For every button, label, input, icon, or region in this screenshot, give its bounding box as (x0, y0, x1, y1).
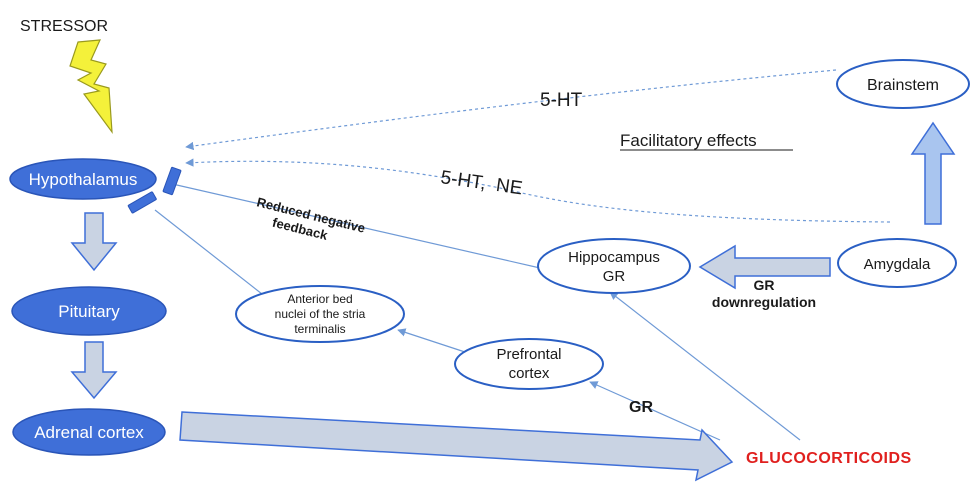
facilitatory-effects-label-group: Facilitatory effects (620, 131, 793, 151)
glucocorticoids-to-hippocampus-arrow (609, 291, 801, 441)
adrenal-to-glucocorticoids-arrow (179, 411, 734, 482)
ht-brainstem-label: 5-HT (540, 90, 583, 111)
bnst-feedback-line (154, 209, 263, 295)
facilitatory-effects-label: Facilitatory effects (620, 131, 757, 150)
glucocorticoids-label: GLUCOCORTICOIDS (746, 450, 912, 467)
bnst-node: Anterior bed nuclei of the stria termina… (235, 285, 405, 343)
hippocampus-feedback-line (167, 182, 541, 269)
hypothalamus-to-pituitary-arrow (70, 212, 118, 272)
hypothalamus-label: Hypothalamus (29, 170, 138, 189)
hippocampus-node: Hippocampus GR (537, 238, 691, 294)
gr-prefrontal-label: GR (629, 399, 653, 416)
stressor-label: STRESSOR (20, 18, 108, 35)
prefrontal-label-line1: Prefrontal (496, 346, 561, 363)
brainstem-5ht-pathway (185, 69, 837, 151)
receptor-bar-icon (162, 166, 182, 196)
gr-downregulation-label-line2: downregulation (712, 294, 816, 310)
amygdala-5ht-ne-pathway (185, 158, 891, 223)
amygdala-label: Amygdala (864, 256, 931, 273)
reduced-feedback-label: Reduced negative feedback (255, 194, 367, 243)
hypothalamus-node: Hypothalamus (9, 158, 157, 200)
bnst-label-line2: nuclei of the stria (275, 307, 366, 321)
amygdala-node: Amygdala (837, 238, 957, 288)
pituitary-to-adrenal-arrow (70, 341, 118, 400)
pituitary-label: Pituitary (58, 302, 120, 321)
pituitary-node: Pituitary (11, 286, 167, 336)
adrenal-cortex-label: Adrenal cortex (34, 423, 144, 442)
prefrontal-to-bnst-arrow (397, 328, 469, 354)
bnst-label-line3: terminalis (294, 322, 345, 336)
amygdala-to-brainstem-arrow (910, 121, 956, 225)
brainstem-label: Brainstem (867, 77, 939, 94)
prefrontal-node: Prefrontal cortex (454, 338, 604, 390)
hippocampus-gr-label: GR (603, 268, 626, 285)
bnst-label-line1: Anterior bed (287, 292, 352, 306)
receptor-bar-icon (127, 191, 157, 214)
adrenal-cortex-node: Adrenal cortex (12, 408, 166, 456)
hippocampus-label: Hippocampus (568, 249, 660, 266)
lightning-bolt-icon (69, 39, 113, 135)
prefrontal-label-line2: cortex (509, 365, 550, 382)
gr-downregulation-label-line1: GR (754, 277, 775, 293)
amygdala-to-hippocampus-arrow (698, 244, 831, 290)
ht-ne-amygdala-label: 5-HT, NE (439, 167, 523, 199)
brainstem-node: Brainstem (836, 59, 970, 109)
glucocorticoids-to-prefrontal-arrow (589, 381, 721, 441)
